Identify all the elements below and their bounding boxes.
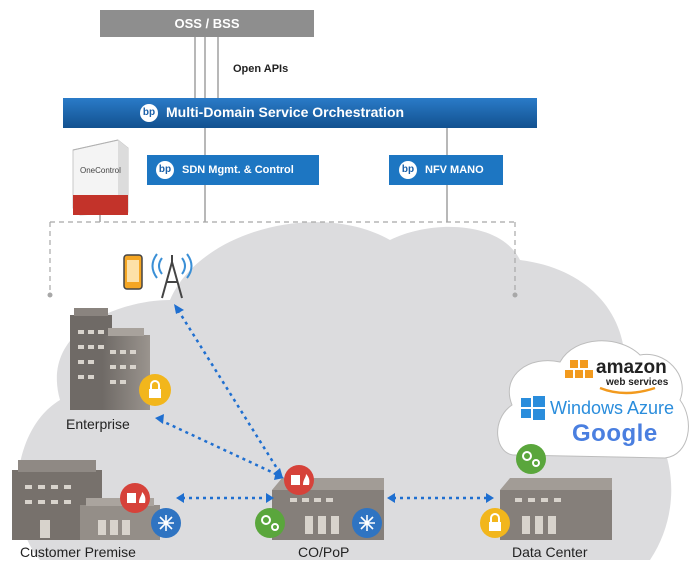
mobile-phone-icon <box>123 254 143 290</box>
network-links <box>159 309 488 500</box>
bp-logo-icon: bp <box>140 104 158 123</box>
network-cloud <box>17 222 672 560</box>
premise-firewall-icon <box>120 483 150 513</box>
premise-router-icon <box>151 508 181 538</box>
copop-router-icon <box>352 508 382 538</box>
domain-bracket <box>49 221 516 292</box>
bp-logo-icon: bp <box>399 161 417 179</box>
sdn-label: bp SDN Mgmt. & Control <box>156 161 294 179</box>
open-apis-label: Open APIs <box>233 63 289 75</box>
copop-vnf-icon <box>255 508 285 538</box>
enterprise-label: Enterprise <box>66 416 130 432</box>
bp-logo-icon: bp <box>156 161 174 179</box>
windows-azure-text: Windows Azure <box>550 398 675 418</box>
customer-premise-building-icon <box>12 460 160 540</box>
bracket-end-left <box>47 292 53 298</box>
datacenter-vnf-icon <box>516 444 546 474</box>
orchestration-label: bp Multi-Domain Service Orchestration <box>140 104 405 123</box>
sdn-box <box>147 155 319 185</box>
aws-subtext: web services <box>606 377 669 388</box>
nfv-label: bp NFV MANO <box>399 161 484 179</box>
windows-logo-icon <box>521 396 545 420</box>
copop-firewall-icon <box>284 465 314 495</box>
cell-tower-icon <box>151 253 193 299</box>
bracket-end-right <box>512 292 518 298</box>
onecontrol-label: OneControl <box>80 166 121 175</box>
public-cloud <box>497 340 689 459</box>
co-pop-label: CO/PoP <box>298 544 350 560</box>
amazon-logo-icon <box>565 360 656 395</box>
sdn-text: SDN Mgmt. & Control <box>182 163 294 176</box>
orchestration-text: Multi-Domain Service Orchestration <box>166 104 405 120</box>
google-text: Google <box>572 420 658 447</box>
enterprise-lock-icon <box>139 374 171 406</box>
data-center-building-icon <box>500 478 612 540</box>
customer-premise-label: Customer Premise <box>20 544 136 560</box>
link-arrowheads <box>155 304 494 503</box>
onecontrol-box-icon <box>72 139 129 216</box>
data-center-label: Data Center <box>512 544 588 560</box>
nfv-text: NFV MANO <box>425 163 484 176</box>
oss-bss-bar <box>100 10 314 37</box>
oss-bss-label: OSS / BSS <box>174 16 240 31</box>
enterprise-building-icon <box>70 308 150 410</box>
datacenter-lock-icon <box>480 508 510 538</box>
amazon-text: amazon <box>596 357 667 378</box>
